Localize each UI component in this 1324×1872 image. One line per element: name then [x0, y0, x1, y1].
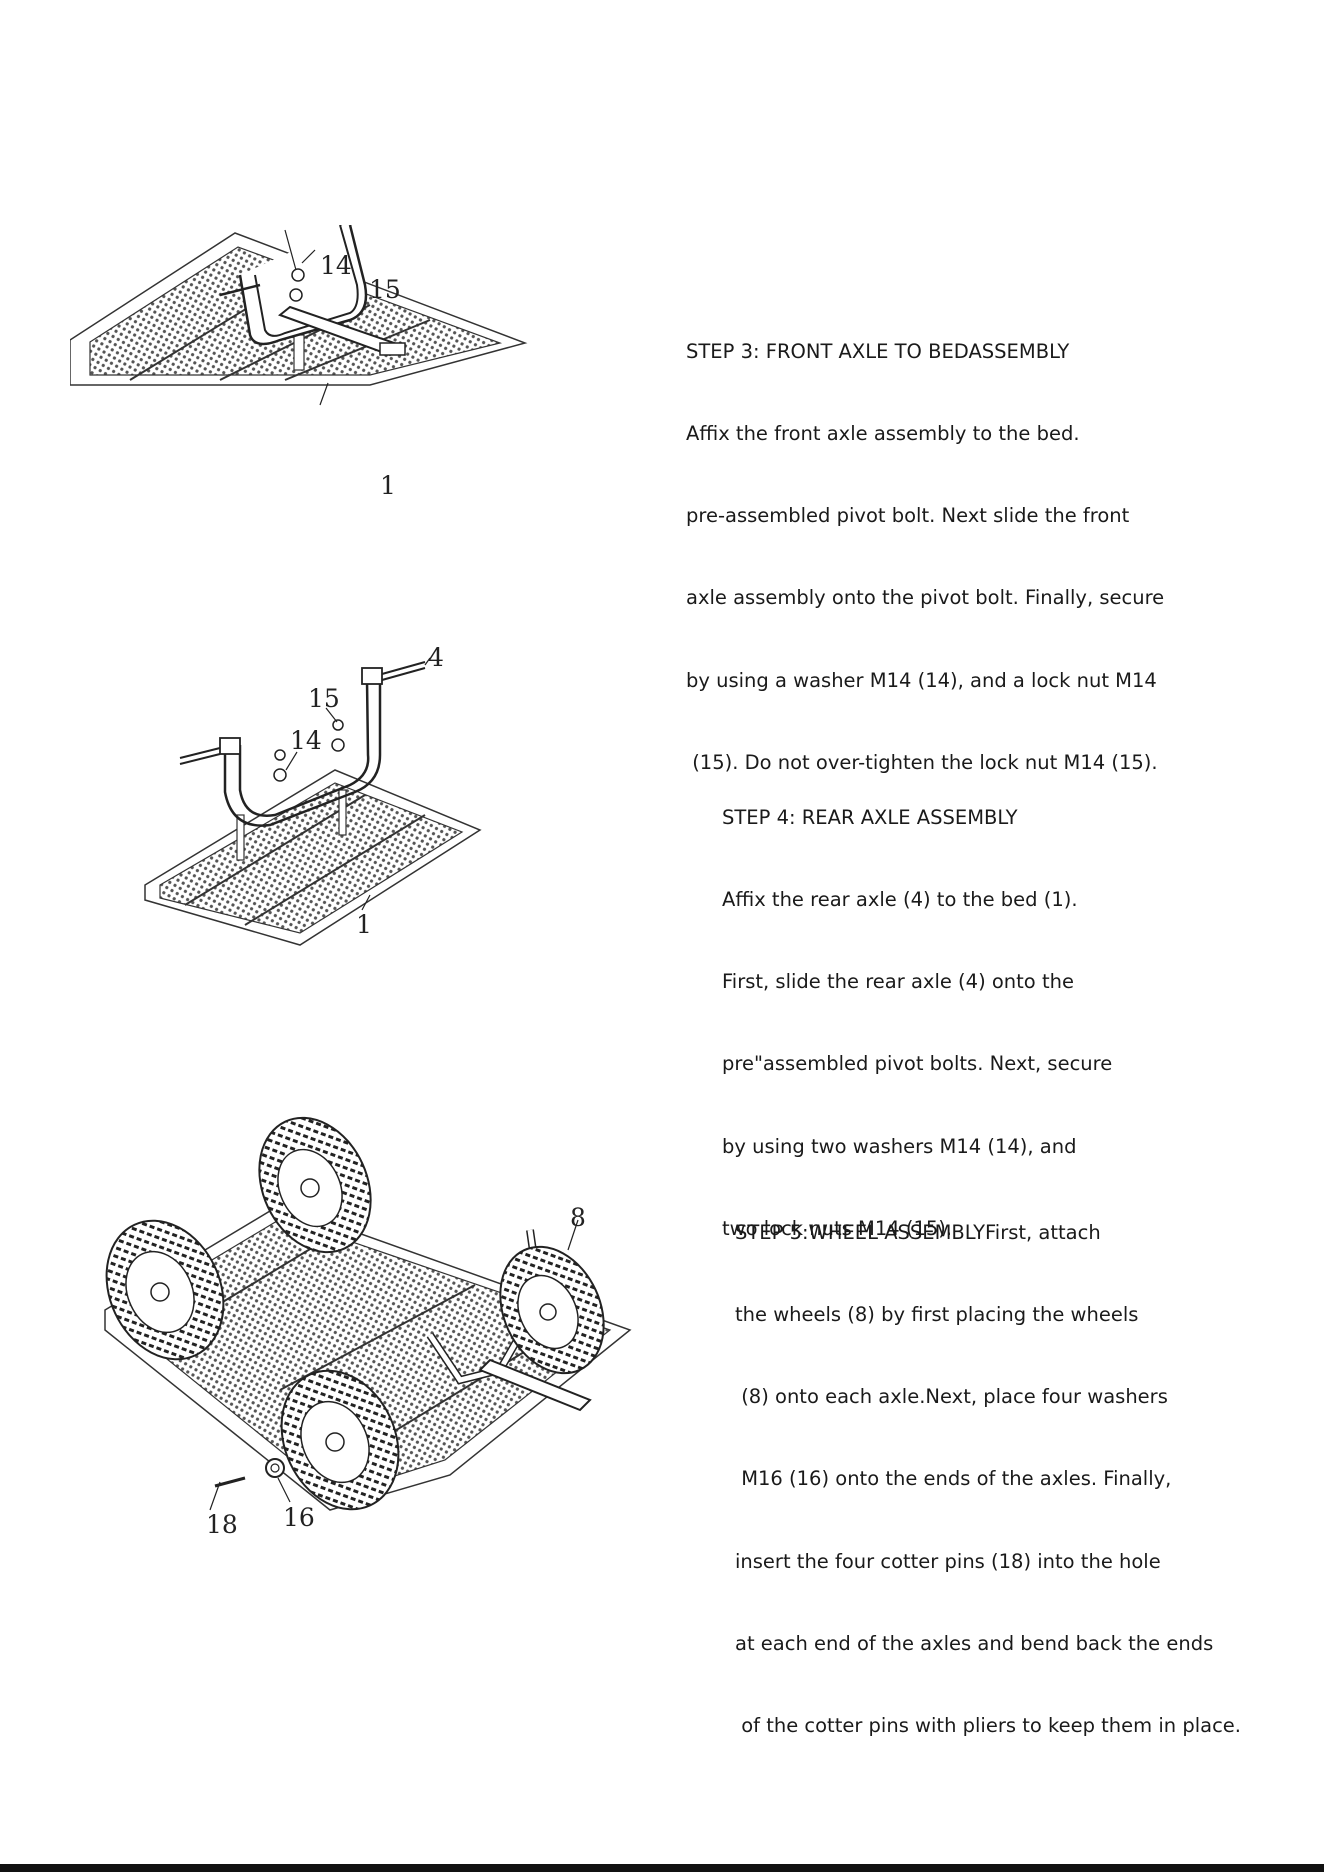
callout-8: 8: [570, 1203, 586, 1232]
callout-16: 16: [283, 1503, 315, 1532]
step-4-instructions: STEP 4: REAR AXLE ASSEMBLY Affix the rea…: [722, 749, 1112, 1270]
step-5-line: M16 (16) onto the ends of the axles. Fin…: [735, 1467, 1172, 1491]
callout-1: 1: [356, 910, 372, 939]
step-3-title: STEP 3: FRONT AXLE TO BEDASSEMBLY: [686, 339, 1070, 363]
callout-18: 18: [206, 1510, 238, 1539]
callout-15: 15: [369, 275, 401, 304]
step-5-line: (8) onto each axle.Next, place four wash…: [735, 1385, 1168, 1409]
wheel-assembly-diagram: [104, 1116, 632, 1511]
step-5-instructions: STEP 5:WHEEL ASSEMBLYFirst, attach the w…: [735, 1164, 1241, 1767]
step-4-line: Affix the rear axle (4) to the bed (1).: [722, 888, 1078, 912]
step-4-title: STEP 4: REAR AXLE ASSEMBLY: [722, 805, 1018, 829]
step-5-line: of the cotter pins with pliers to keep t…: [735, 1714, 1241, 1738]
step-5-title: STEP 5:WHEEL ASSEMBLYFirst, attach: [735, 1220, 1101, 1244]
wheel: [499, 1245, 605, 1375]
step-3-line: Affix the front axle assembly to the bed…: [686, 422, 1080, 446]
step-3-instructions: STEP 3: FRONT AXLE TO BEDASSEMBLY Affix …: [686, 283, 1164, 804]
step-5-line: insert the four cotter pins (18) into th…: [735, 1549, 1161, 1573]
step-3-line: by using a washer M14 (14), and a lock n…: [686, 668, 1157, 692]
callout-14: 14: [320, 251, 352, 280]
wheel: [258, 1116, 372, 1254]
step-3-line: axle assembly onto the pivot bolt. Final…: [686, 586, 1165, 610]
callout-4: 4: [428, 643, 444, 672]
step-4-line: by using two washers M14 (14), and: [722, 1134, 1077, 1158]
step-5-line: at each end of the axles and bend back t…: [735, 1631, 1214, 1655]
front-axle-diagram: [70, 225, 528, 406]
step-4-line: two lock nuts M14 (15).: [722, 1216, 953, 1240]
step-4-line: First, slide the rear axle (4) onto the: [722, 970, 1074, 994]
callout-15: 15: [308, 684, 340, 713]
callout-1: 1: [380, 471, 396, 500]
step-3-line: pre-assembled pivot bolt. Next slide the…: [686, 504, 1130, 528]
step-3-line: (15). Do not over-tighten the lock nut M…: [686, 750, 1158, 774]
callout-14: 14: [290, 726, 322, 755]
step-4-line: pre"assembled pivot bolts. Next, secure: [722, 1052, 1113, 1076]
step-5-line: the wheels (8) by first placing the whee…: [735, 1303, 1139, 1327]
wheel: [105, 1219, 225, 1361]
page-bottom-rule: [0, 1864, 1324, 1872]
wheel: [280, 1369, 400, 1511]
rear-axle-diagram: [144, 657, 482, 946]
